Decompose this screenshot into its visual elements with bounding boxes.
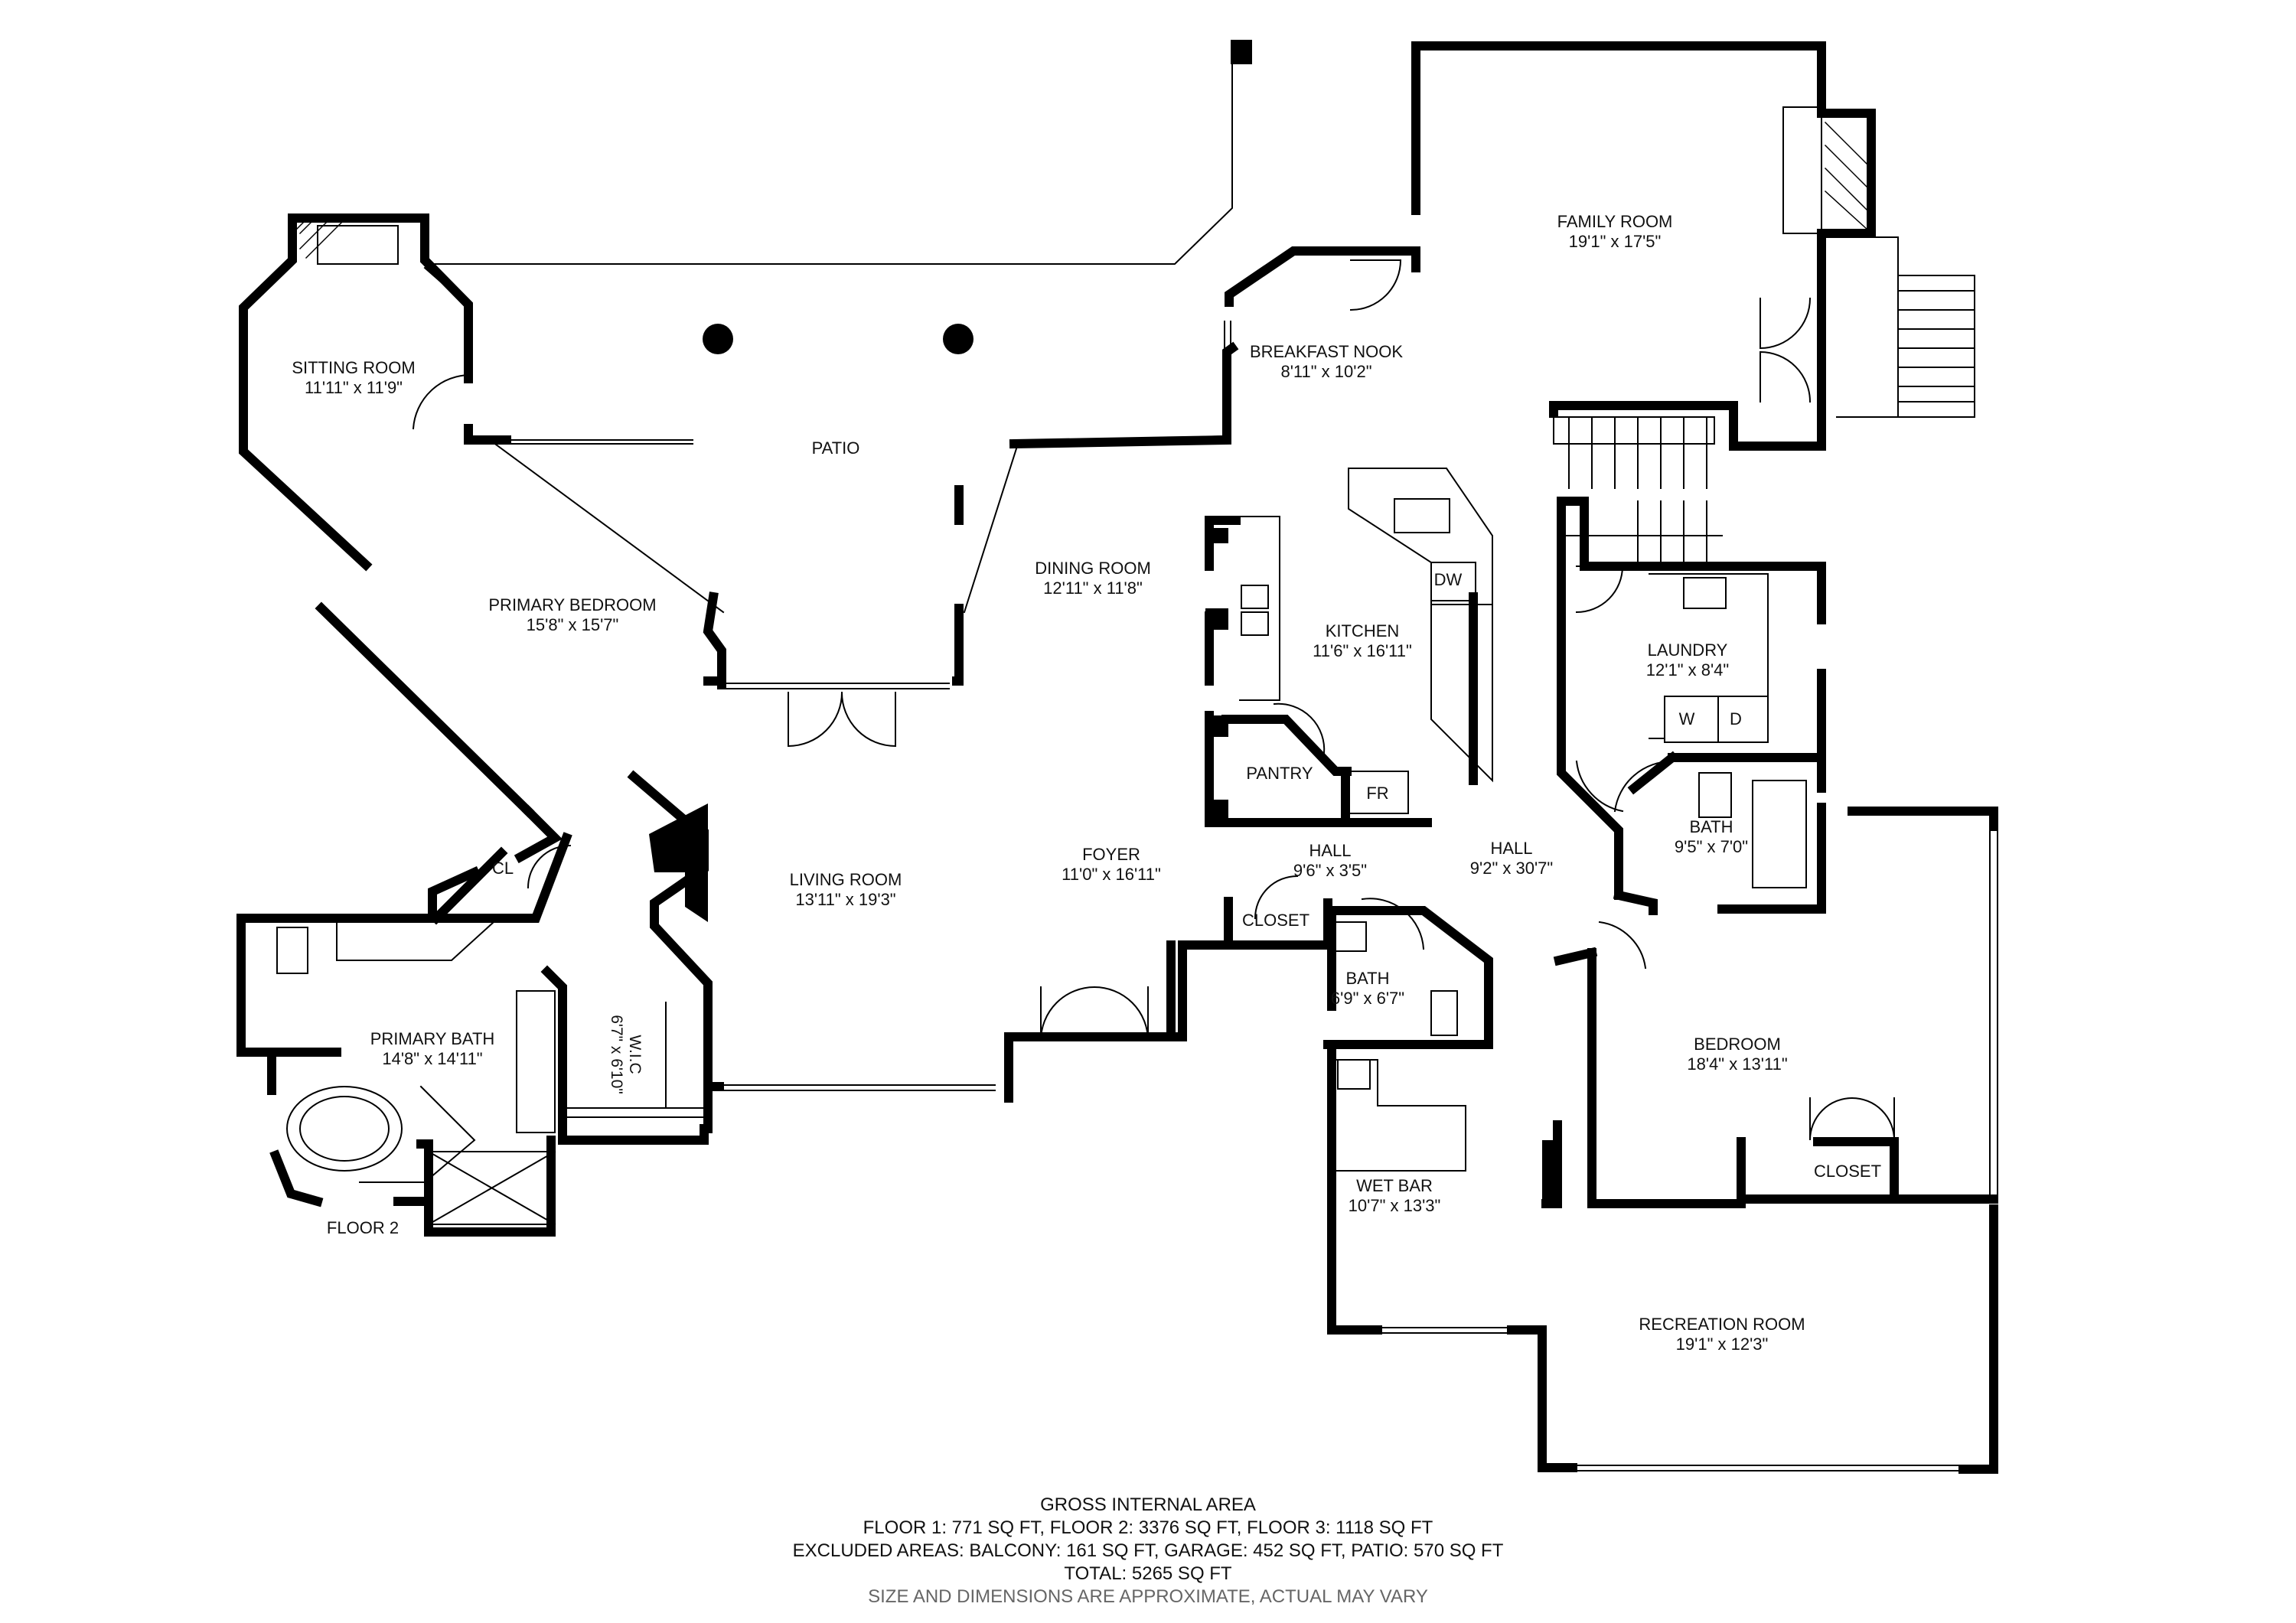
room-living-room: LIVING ROOM 13'11" x 19'3" <box>790 870 902 910</box>
room-name: FAMILY ROOM <box>1557 212 1673 231</box>
tag-dryer: D <box>1730 709 1742 728</box>
room-dims: 15'8" x 15'7" <box>526 615 619 634</box>
room-dims: 10'7" x 13'3" <box>1348 1196 1441 1215</box>
room-name: DINING ROOM <box>1035 559 1151 578</box>
area-title: GROSS INTERNAL AREA <box>1040 1494 1256 1515</box>
room-laundry: LAUNDRY 12'1" x 8'4" <box>1646 640 1729 680</box>
room-dims: 19'1" x 12'3" <box>1675 1335 1769 1354</box>
room-dims: 11'11" x 11'9" <box>304 378 403 397</box>
room-name: LIVING ROOM <box>789 870 902 889</box>
room-dims: 6'7" x 6'10" <box>608 1015 625 1094</box>
room-bath-lower: BATH 6'9" x 6'7" <box>1331 969 1404 1009</box>
room-name: PRIMARY BATH <box>370 1029 495 1048</box>
room-dims: 19'1" x 17'5" <box>1568 232 1662 251</box>
room-bedroom: BEDROOM 18'4" x 13'11" <box>1687 1035 1787 1074</box>
room-dims: 13'11" x 19'3" <box>795 890 896 909</box>
room-name: KITCHEN <box>1325 621 1400 640</box>
room-name: BATH <box>1689 817 1733 836</box>
room-wet-bar: WET BAR 10'7" x 13'3" <box>1349 1176 1441 1216</box>
room-recreation-room: RECREATION ROOM 19'1" x 12'3" <box>1639 1315 1805 1354</box>
room-dims: 12'1" x 8'4" <box>1645 660 1730 680</box>
room-foyer: FOYER 11'0" x 16'11" <box>1062 845 1161 885</box>
windows <box>236 44 1998 1471</box>
room-kitchen: KITCHEN 11'6" x 16'11" <box>1313 621 1412 661</box>
fireplace-hatch <box>292 121 1869 259</box>
room-dims: 14'8" x 14'11" <box>382 1049 483 1068</box>
area-floors: FLOOR 1: 771 SQ FT, FLOOR 2: 3376 SQ FT,… <box>863 1517 1433 1538</box>
room-name: BATH <box>1345 969 1390 988</box>
room-name: BREAKFAST NOOK <box>1249 342 1404 361</box>
column-markers <box>703 324 974 354</box>
room-name: PATIO <box>811 438 860 458</box>
room-name: HALL <box>1309 841 1352 860</box>
room-hall-2: HALL 9'2" x 30'7" <box>1470 839 1553 878</box>
room-dims: 11'6" x 16'11" <box>1313 641 1412 660</box>
room-name: WET BAR <box>1356 1176 1433 1195</box>
room-patio: PATIO <box>812 438 860 458</box>
tag-closet-hall: CLOSET <box>1241 911 1310 930</box>
room-dims: 9'5" x 7'0" <box>1674 837 1749 856</box>
room-name: W.I.C <box>626 1035 644 1074</box>
tag-closet-cl: CL <box>491 859 514 878</box>
thin-outlines <box>276 45 1975 1226</box>
room-name: PRIMARY BEDROOM <box>488 595 657 614</box>
area-excluded: EXCLUDED AREAS: BALCONY: 161 SQ FT, GARA… <box>792 1540 1504 1561</box>
tag-dishwasher: DW <box>1433 570 1463 589</box>
room-name: LAUNDRY <box>1647 640 1728 660</box>
room-dining-room: DINING ROOM 12'11" x 11'8" <box>1035 559 1151 598</box>
room-name: FOYER <box>1082 845 1140 864</box>
room-dims: 9'6" x 3'5" <box>1293 861 1368 880</box>
floor-label: FLOOR 2 <box>326 1218 400 1237</box>
room-primary-bath: PRIMARY BATH 14'8" x 14'11" <box>370 1029 495 1069</box>
room-name: SITTING ROOM <box>292 358 416 377</box>
room-family-room: FAMILY ROOM 19'1" x 17'5" <box>1557 212 1673 252</box>
room-name: HALL <box>1490 839 1533 858</box>
area-total: TOTAL: 5265 SQ FT <box>1064 1563 1232 1584</box>
room-dims: 6'9" x 6'7" <box>1330 989 1405 1008</box>
room-name: RECREATION ROOM <box>1639 1315 1805 1334</box>
room-dims: 12'11" x 11'8" <box>1043 578 1143 598</box>
area-summary: GROSS INTERNAL AREA FLOOR 1: 771 SQ FT, … <box>0 1494 2296 1608</box>
tag-pantry: PANTRY <box>1246 764 1313 783</box>
room-name: BEDROOM <box>1694 1035 1781 1054</box>
room-dims: 9'2" x 30'7" <box>1469 859 1554 878</box>
tag-fridge: FR <box>1366 784 1389 803</box>
room-sitting-room: SITTING ROOM 11'11" x 11'9" <box>292 358 415 398</box>
tag-washer: W <box>1678 709 1695 728</box>
room-breakfast-nook: BREAKFAST NOOK 8'11" x 10'2" <box>1250 342 1403 382</box>
room-hall-1: HALL 9'6" x 3'5" <box>1293 841 1367 881</box>
exterior-walls <box>236 41 1998 1474</box>
room-wic: W.I.C 6'7" x 6'10" <box>607 1015 644 1094</box>
room-dims: 8'11" x 10'2" <box>1280 362 1372 381</box>
room-dims: 18'4" x 13'11" <box>1687 1054 1788 1074</box>
room-dims: 11'0" x 16'11" <box>1062 865 1161 884</box>
room-primary-bedroom: PRIMARY BEDROOM 15'8" x 15'7" <box>488 595 656 635</box>
area-disclaimer: SIZE AND DIMENSIONS ARE APPROXIMATE, ACT… <box>868 1586 1428 1607</box>
wall-blocks <box>649 40 1559 1201</box>
tag-closet-bedroom: CLOSET <box>1813 1162 1882 1181</box>
room-bath-upper: BATH 9'5" x 7'0" <box>1675 817 1748 857</box>
